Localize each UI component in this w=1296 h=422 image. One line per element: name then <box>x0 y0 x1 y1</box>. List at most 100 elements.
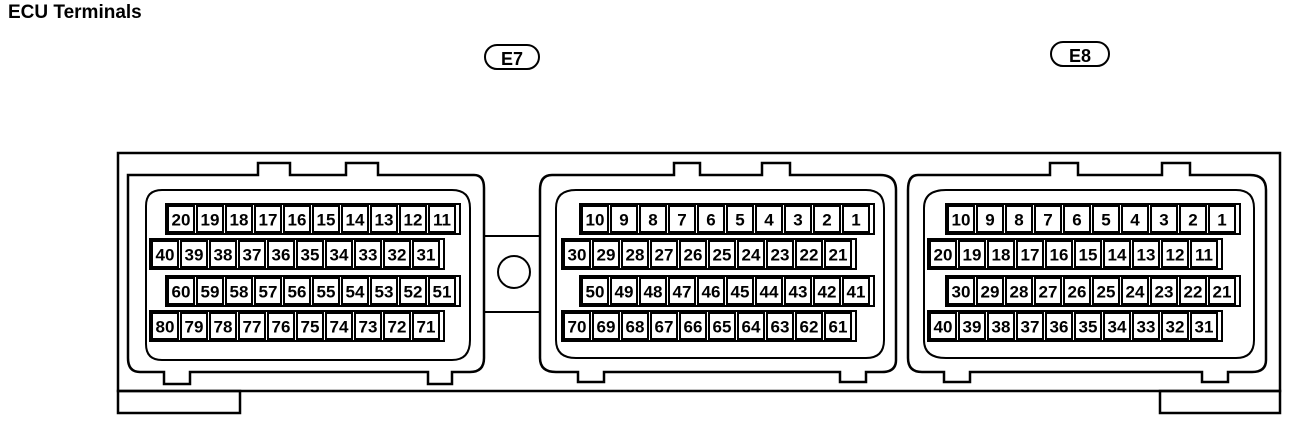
e7-left-pin-box <box>428 277 456 305</box>
e7-left-pin-label: 34 <box>330 246 349 265</box>
e7-right-pin-box <box>708 240 736 268</box>
e7-left-pin-box <box>428 205 456 233</box>
e8-pin-label: 25 <box>1097 283 1116 302</box>
e7-left-pin-box <box>412 240 440 268</box>
e8-pin-box <box>987 312 1015 340</box>
e7-left-pin-label: 19 <box>201 211 220 230</box>
e7-left-pin-box <box>238 312 266 340</box>
e7-left-pin-label: 52 <box>404 283 423 302</box>
e7-right-pin-label: 8 <box>648 211 657 230</box>
e7-left-pin-box <box>325 312 353 340</box>
e8-pin-label: 2 <box>1188 211 1197 230</box>
e8-pin-label: 40 <box>934 318 953 337</box>
e7-right-pin-box <box>679 312 707 340</box>
e8-pin-box <box>1190 240 1218 268</box>
e8-pin-label: 5 <box>1101 211 1110 230</box>
e7-right-pin-label: 2 <box>822 211 831 230</box>
e8-pin-box <box>1179 277 1207 305</box>
e8-pin-label: 16 <box>1050 246 1069 265</box>
e7-right-pin-label: 6 <box>706 211 715 230</box>
e7-left-pin-label: 60 <box>172 283 191 302</box>
e7-right-pin-label: 23 <box>771 246 790 265</box>
e8-pin-box <box>1190 312 1218 340</box>
e7-left-pin-label: 32 <box>388 246 407 265</box>
e7-right-pin-label: 49 <box>615 283 634 302</box>
e8-pin-label: 34 <box>1108 318 1127 337</box>
e8-pin-box <box>1092 205 1120 233</box>
e7-left-pin-label: 36 <box>272 246 291 265</box>
e7-right-pin-label: 62 <box>800 318 819 337</box>
e8-pin-label: 10 <box>952 211 971 230</box>
e7-left-pin-label: 59 <box>201 283 220 302</box>
e8-pin-box <box>976 205 1004 233</box>
e7-right-pin-label: 42 <box>818 283 837 302</box>
e7-left-pin-box <box>180 312 208 340</box>
e8-pin-box <box>947 277 975 305</box>
e7-right-pin-label: 10 <box>586 211 605 230</box>
e7-right-pin-box <box>650 240 678 268</box>
e7-right-pin-box <box>581 205 609 233</box>
e8-pin-label: 31 <box>1195 318 1214 337</box>
e7-right-row-strip <box>579 275 875 307</box>
e7-left-pin-box <box>354 312 382 340</box>
e8-pin-label: 21 <box>1213 283 1232 302</box>
e7-left-pin-box <box>151 240 179 268</box>
e7-left-pin-box <box>370 277 398 305</box>
e8-pin-box <box>1121 277 1149 305</box>
e7-right-pin-box <box>621 240 649 268</box>
e7-left-pin-label: 58 <box>230 283 249 302</box>
e7-right-pin-box <box>755 205 783 233</box>
e7-left-pin-box <box>341 205 369 233</box>
e8-pin-box <box>1103 240 1131 268</box>
e7-right-pin-box <box>726 205 754 233</box>
e8-pin-box <box>1045 312 1073 340</box>
e8-pin-label: 29 <box>981 283 1000 302</box>
e8-pin-box <box>976 277 1004 305</box>
e8-pin-label: 4 <box>1130 211 1140 230</box>
e7-left-pin-box <box>412 312 440 340</box>
e7-center-bridge <box>484 235 540 313</box>
e7-right-pin-box <box>639 205 667 233</box>
e7-left-pin-box <box>383 240 411 268</box>
e7-left-pin-box <box>180 240 208 268</box>
e7-right-pin-label: 63 <box>771 318 790 337</box>
e8-pin-box <box>958 240 986 268</box>
e7-right-pin-label: 25 <box>713 246 732 265</box>
e7-left-pin-box <box>238 240 266 268</box>
e7-right-pin-label: 30 <box>568 246 587 265</box>
e8-pin-box <box>1150 205 1178 233</box>
e7-left-pin-box <box>296 312 324 340</box>
e7-left-pin-label: 18 <box>230 211 249 230</box>
e8-pin-box <box>1034 205 1062 233</box>
e7-right-pin-box <box>784 205 812 233</box>
e7-right-pin-label: 4 <box>764 211 774 230</box>
e7-right-pin-label: 47 <box>673 283 692 302</box>
e7-left-row-strip <box>165 203 461 235</box>
e7-right-pin-label: 3 <box>793 211 802 230</box>
e7-right-pin-box <box>824 240 852 268</box>
e7-right-pin-label: 65 <box>713 318 732 337</box>
e8-pin-label: 18 <box>992 246 1011 265</box>
e7-left-pin-box <box>370 205 398 233</box>
e7-right-pin-box <box>766 312 794 340</box>
e8-row-strip <box>945 275 1241 307</box>
e7-left-pin-label: 39 <box>185 246 204 265</box>
e8-pin-box <box>1063 205 1091 233</box>
e8-pin-box <box>1179 205 1207 233</box>
e7-left-pin-box <box>254 205 282 233</box>
e7-left-pin-box <box>167 205 195 233</box>
e7-left-pin-label: 77 <box>243 318 262 337</box>
e7-right-pin-box <box>592 312 620 340</box>
e7-left-pin-box <box>167 277 195 305</box>
e7-right-pin-box <box>842 205 870 233</box>
e7-right-pin-box <box>592 240 620 268</box>
e7-right-socket <box>538 161 898 384</box>
e7-right-pin-box <box>581 277 609 305</box>
e7-right-pin-box <box>668 205 696 233</box>
e8-pin-label: 11 <box>1195 246 1213 265</box>
e7-right-pin-box <box>639 277 667 305</box>
e7-left-pin-box <box>296 240 324 268</box>
e8-pin-box <box>1132 312 1160 340</box>
e7-right-pin-label: 66 <box>684 318 703 337</box>
